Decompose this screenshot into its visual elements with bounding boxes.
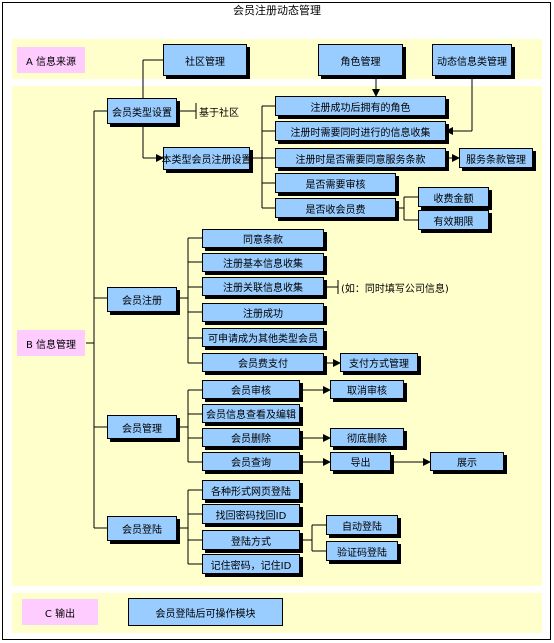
reg-item-5: 可申请成为其他类型会员 <box>202 328 324 347</box>
display: 展示 <box>430 452 504 471</box>
login-item-1: 各种形式网页登陆 <box>202 480 300 500</box>
source-community: 社区管理 <box>163 44 247 76</box>
full-delete: 彻底删除 <box>330 428 404 447</box>
output-module: 会员登陆后可操作模块 <box>128 598 283 626</box>
fee-amount: 收费金额 <box>418 187 489 207</box>
payment-method-management: 支付方式管理 <box>340 353 418 372</box>
code-login: 验证码登陆 <box>326 541 398 561</box>
fee-validity: 有效期限 <box>418 210 489 230</box>
member-management: 会员管理 <box>107 415 177 439</box>
member-type-setting: 会员类型设置 <box>107 98 177 124</box>
service-terms-management: 服务条款管理 <box>459 148 533 168</box>
mgmt-item-4: 会员查询 <box>202 452 300 471</box>
section-a-label: A 信息来源 <box>17 47 85 73</box>
member-login: 会员登陆 <box>107 516 177 541</box>
setting-item-5: 是否收会员费 <box>275 198 396 218</box>
reg-item-3: 注册关联信息收集 <box>202 277 324 296</box>
related-info-note: (如：同时填写公司信息) <box>341 283 449 295</box>
reg-item-1: 同意条款 <box>202 229 324 248</box>
cancel-audit: 取消审核 <box>330 380 404 399</box>
source-dynamic: 动态信息类管理 <box>432 44 512 76</box>
login-item-3: 登陆方式 <box>202 530 300 550</box>
auto-login: 自动登陆 <box>326 515 398 535</box>
mgmt-item-3: 会员删除 <box>202 428 300 447</box>
login-item-4: 记住密码，记住ID <box>202 554 300 574</box>
based-on-community: 基于社区 <box>199 107 239 119</box>
setting-item-3: 注册时是否需要同意服务条款 <box>275 148 446 168</box>
section-b-label: B 信息管理 <box>17 330 85 356</box>
registration-setting: 本类型会员注册设置 <box>162 147 252 170</box>
diagram-title: 会员注册动态管理 <box>233 4 321 17</box>
setting-item-1: 注册成功后拥有的角色 <box>275 96 446 116</box>
reg-item-2: 注册基本信息收集 <box>202 253 324 272</box>
setting-item-2: 注册时需要同时进行的信息收集 <box>275 121 446 141</box>
setting-item-4: 是否需要审核 <box>275 173 396 193</box>
mgmt-item-1: 会员审核 <box>202 380 300 399</box>
member-registration: 会员注册 <box>107 287 177 312</box>
mgmt-item-2: 会员信息查看及编辑 <box>202 404 300 423</box>
source-role: 角色管理 <box>318 44 403 76</box>
export: 导出 <box>330 452 391 471</box>
reg-item-4: 注册成功 <box>202 303 324 322</box>
section-c-label: C 输出 <box>22 599 98 625</box>
login-item-2: 找回密码找回ID <box>202 504 300 524</box>
reg-item-6: 会员费支付 <box>202 353 324 372</box>
